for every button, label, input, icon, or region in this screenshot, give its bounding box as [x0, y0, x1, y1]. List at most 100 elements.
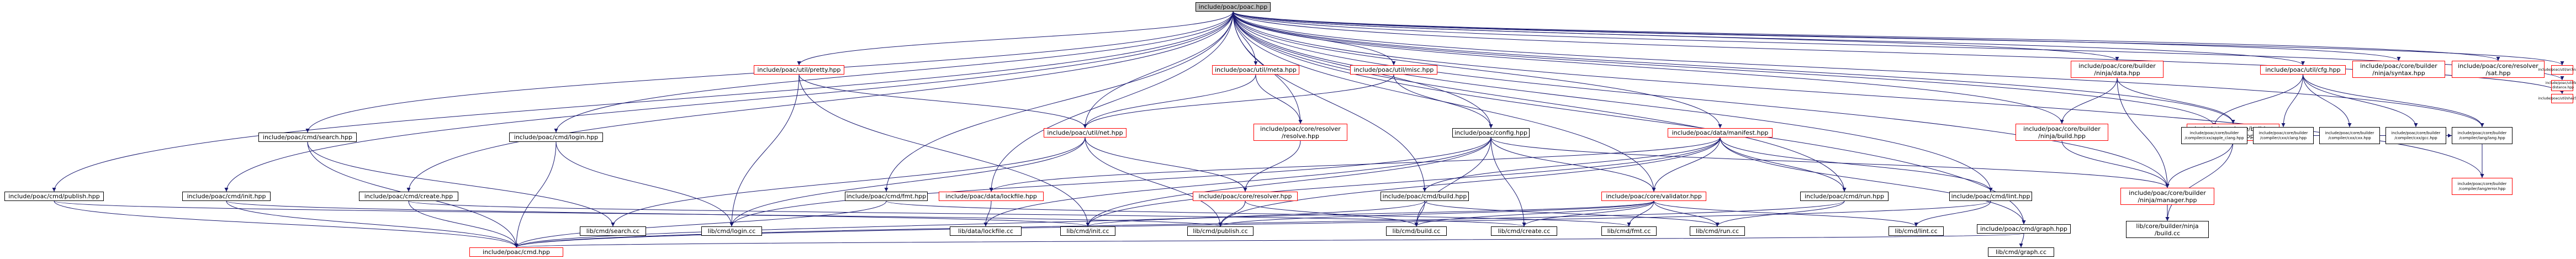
edge-create-to-createcc — [408, 200, 1526, 227]
node-run-cc[interactable]: lib/cmd/run.cc — [1690, 226, 1745, 236]
edge-fmt-to-fmtcc — [886, 200, 1631, 227]
edge-validator-to-createcc — [1522, 200, 1654, 227]
edge-create-to-cmdhpp — [408, 200, 519, 248]
edge-root-to-archive — [1233, 11, 2564, 66]
node-util-misc-hpp[interactable]: include/poac/util/misc.hpp — [1350, 65, 1437, 75]
node-resolver-sat-hpp[interactable]: include/poac/core/resolver/sat.hpp — [2452, 61, 2545, 78]
edge-init-to-cmdhpp — [226, 200, 519, 248]
node-login-cc[interactable]: lib/cmd/login.cc — [701, 226, 762, 236]
edge-ninjalog-to-manager — [2165, 140, 2234, 188]
edge-data-to-manager — [2117, 77, 2170, 188]
node-label-line: include/poac/util/misc.hpp — [1353, 66, 1434, 73]
edge-root-to-ninjalog — [1233, 11, 2235, 124]
node-lockfile-cc[interactable]: lib/data/lockfile.cc — [950, 226, 1022, 236]
node-create-cc[interactable]: lib/cmd/create.cc — [1491, 226, 1557, 236]
node-label-line: include/poac/cmd.hpp — [483, 249, 550, 256]
node-label-line: lib/cmd/run.cc — [1695, 228, 1739, 235]
node-config-hpp[interactable]: include/poac/config.hpp — [1452, 128, 1530, 138]
node-resolver-resolve-hpp[interactable]: include/poac/core/resolver/resolve.hpp — [1253, 124, 1347, 141]
node-label-line: /ninja/manager.hpp — [2138, 196, 2197, 204]
edge-init-to-initcc — [226, 200, 1090, 227]
node-ninja-syntax-hpp[interactable]: include/poac/core/builder/ninja/syntax.h… — [2352, 61, 2445, 78]
node-graph-cc[interactable]: lib/cmd/graph.cc — [1988, 247, 2054, 257]
node-util-cfg-hpp[interactable]: include/poac/util/cfg.hpp — [2260, 65, 2346, 75]
node-cxx-apple-clang-hpp[interactable]: include/poac/core/builder/compiler/cxx/a… — [2181, 127, 2247, 144]
edge-root-to-langlang — [1233, 11, 2484, 128]
node-cxx-clang-hpp[interactable]: include/poac/core/builder/compiler/cxx/c… — [2253, 127, 2314, 144]
edge-root-to-sha256 — [1233, 11, 2564, 94]
node-cmd-create-hpp[interactable]: include/poac/cmd/create.hpp — [359, 192, 458, 201]
node-label-line: lib/cmd/create.cc — [1498, 228, 1551, 235]
edge-validator-to-publishcc — [1218, 200, 1654, 227]
node-label-line: include/poac/core/builder — [2258, 130, 2308, 135]
edge-root-to-langerror — [1233, 11, 2484, 178]
node-data-manifest-hpp[interactable]: include/poac/data/manifest.hpp — [1668, 128, 1773, 138]
node-init-cc[interactable]: lib/cmd/init.cc — [1060, 226, 1115, 236]
node-lint-cc[interactable]: lib/cmd/lint.cc — [1889, 226, 1944, 236]
node-util-net-hpp[interactable]: include/poac/util/net.hpp — [1044, 128, 1126, 138]
node-cmd-publish-hpp[interactable]: include/poac/cmd/publish.hpp — [4, 192, 104, 201]
node-label-line: /compiler/lang/lang.hpp — [2459, 135, 2505, 140]
edge-config-to-logincc — [729, 137, 1491, 227]
node-label-line: include/poac/util/meta.hpp — [1215, 66, 1297, 73]
node-cmd-graph-hpp[interactable]: include/poac/cmd/graph.hpp — [1977, 224, 2071, 234]
node-cmd-hpp[interactable]: include/poac/cmd.hpp — [469, 247, 563, 257]
node-util-lev-distance-hpp[interactable]: include/poac/util/lev_distance.hpp — [2546, 80, 2576, 91]
node-ninja-data-hpp[interactable]: include/poac/core/builder/ninja/data.hpp — [2071, 61, 2164, 78]
node-cmd-search-hpp[interactable]: include/poac/cmd/search.hpp — [258, 133, 357, 142]
edge-root-to-graphhpp — [1233, 11, 2026, 225]
node-util-sha256-hpp[interactable]: include/poac/util/sha256.hpp — [2538, 94, 2576, 103]
node-label-line: include/poac/util/cfg.hpp — [2265, 66, 2341, 73]
node-cmd-init-hpp[interactable]: include/poac/cmd/init.hpp — [182, 192, 271, 201]
node-cmd-run-hpp[interactable]: include/poac/cmd/run.hpp — [1800, 192, 1889, 201]
node-data-lockfile-hpp[interactable]: include/poac/data/lockfile.hpp — [939, 192, 1044, 201]
node-fmt-cc[interactable]: lib/cmd/fmt.cc — [1601, 226, 1657, 236]
node-util-archive-hpp[interactable]: include/poac/util/archive.hpp — [2538, 65, 2576, 75]
node-label-line: include/poac/core/resolver.hpp — [1198, 193, 1292, 200]
edge-validator-to-runcc — [1653, 200, 1720, 227]
edge-login-to-cmdhpp — [514, 141, 557, 248]
node-util-pretty-hpp[interactable]: include/poac/util/pretty.hpp — [754, 65, 844, 75]
edge-resolve-to-resolver — [1243, 140, 1301, 192]
edge-cfg-to-cxxclang — [2281, 74, 2303, 128]
node-label-line: include/poac/core/builder — [2457, 181, 2507, 186]
node-cmd-build-hpp[interactable]: include/poac/cmd/build.hpp — [1380, 192, 1469, 201]
edge-data-to-ninjalog — [2117, 77, 2235, 124]
node-label-line: include/poac/cmd/publish.hpp — [8, 193, 100, 200]
node-validator-hpp[interactable]: include/poac/core/validator.hpp — [1601, 192, 1706, 201]
node-lang-error-hpp[interactable]: include/poac/core/builder/compiler/lang/… — [2452, 178, 2512, 195]
node-label-line: /ninja/build.hpp — [2038, 132, 2086, 140]
edge-root-to-cmdbuild — [1233, 11, 1427, 192]
node-cmd-lint-hpp[interactable]: include/poac/cmd/lint.hpp — [1949, 192, 2032, 201]
node-label-line: /build.cc — [2154, 229, 2181, 237]
edge-cmdbuild-to-runcc — [1424, 200, 1720, 227]
node-label-line: include/poac/core/resolver — [2458, 62, 2538, 70]
node-label-line: include/poac/cmd/search.hpp — [262, 134, 353, 141]
node-ninja-manager-hpp[interactable]: include/poac/core/builder/ninja/manager.… — [2120, 188, 2214, 205]
node-build-cc[interactable]: lib/cmd/build.cc — [1386, 226, 1447, 236]
node-label-line: lib/cmd/build.cc — [1392, 228, 1441, 235]
node-cmd-login-hpp[interactable]: include/poac/cmd/login.hpp — [509, 133, 603, 142]
node-label-line: include/poac/core/builder — [2360, 62, 2437, 70]
edge-config-to-lockfilecc — [983, 137, 1491, 227]
edge-root-to-lockfile — [989, 11, 1234, 192]
edge-root-to-net — [1083, 11, 1234, 129]
node-ninja-build-cc[interactable]: lib/core/builder/ninja/build.cc — [2126, 221, 2209, 238]
edge-root-to-manifest — [1233, 11, 1722, 129]
node-util-meta-hpp[interactable]: include/poac/util/meta.hpp — [1212, 65, 1299, 75]
node-search-cc[interactable]: lib/cmd/search.cc — [580, 226, 646, 236]
node-lang-lang-hpp[interactable]: include/poac/core/builder/compiler/lang/… — [2452, 127, 2512, 144]
node-cxx-gcc-hpp[interactable]: include/poac/core/builder/compiler/cxx/g… — [2385, 127, 2446, 144]
node-resolver-hpp[interactable]: include/poac/core/resolver.hpp — [1193, 192, 1298, 201]
node-cmd-fmt-hpp[interactable]: include/poac/cmd/fmt.hpp — [845, 192, 928, 201]
edge-validator-to-initcc — [1086, 200, 1654, 227]
node-label-line: /compiler/cxx/clang.hpp — [2260, 135, 2307, 140]
edge-config-to-initcc — [1086, 137, 1491, 227]
node-ninja-build-hpp[interactable]: include/poac/core/builder/ninja/build.hp… — [2016, 124, 2108, 141]
node-cxx-cxx-hpp[interactable]: include/poac/core/builder/compiler/cxx/c… — [2319, 127, 2380, 144]
node-publish-cc[interactable]: lib/cmd/publish.cc — [1187, 226, 1253, 236]
node-label-line: include/poac/data/manifest.hpp — [1672, 129, 1769, 136]
node-label-line: include/poac/util/sha256.hpp — [2538, 97, 2576, 101]
edge-fmt-to-cmdhpp — [514, 200, 887, 248]
